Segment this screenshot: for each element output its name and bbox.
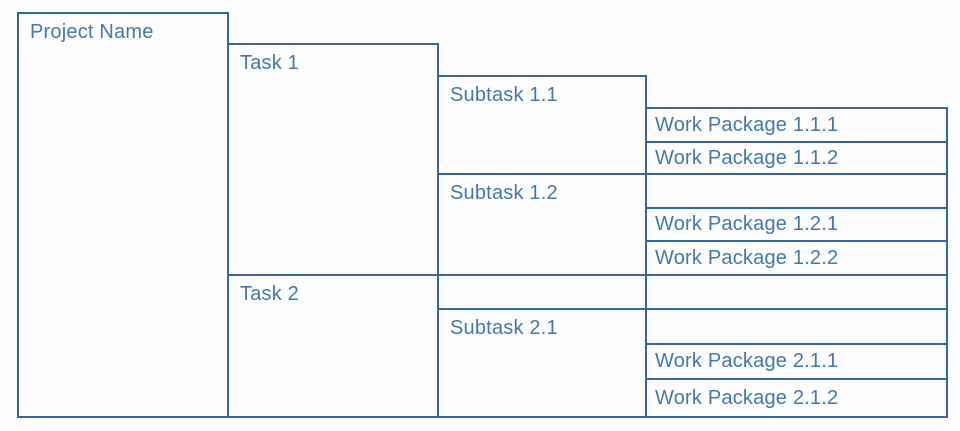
work-package-1-2-1-cell: Work Package 1.2.1 — [645, 207, 948, 242]
work-package-1-1-1-label: Work Package 1.1.1 — [655, 113, 839, 136]
subtask-1-2-label: Subtask 1.2 — [450, 182, 558, 204]
project-label: Project Name — [30, 21, 154, 43]
work-package-1-2-2-cell: Work Package 1.2.2 — [645, 240, 948, 276]
work-package-2-1-2-cell: Work Package 2.1.2 — [645, 378, 948, 418]
subtask-1-1-cell: Subtask 1.1 — [437, 75, 647, 175]
task-1-cell: Task 1 — [227, 43, 439, 276]
subtask-1-2-cell: Subtask 1.2 — [437, 173, 647, 276]
work-package-empty-cell-2 — [645, 274, 948, 310]
work-package-2-1-1-cell: Work Package 2.1.1 — [645, 343, 948, 380]
subtask-2-1-cell: Subtask 2.1 — [437, 308, 647, 418]
subtask-2-1-label: Subtask 2.1 — [450, 317, 558, 339]
work-package-1-1-2-label: Work Package 1.1.2 — [655, 146, 839, 169]
subtask-1-1-label: Subtask 1.1 — [450, 84, 558, 106]
work-package-1-1-1-cell: Work Package 1.1.1 — [645, 107, 948, 143]
project-cell: Project Name — [17, 12, 229, 418]
work-package-empty-cell-1 — [645, 173, 948, 209]
work-package-1-1-2-cell: Work Package 1.1.2 — [645, 141, 948, 175]
work-package-2-1-2-label: Work Package 2.1.2 — [655, 386, 839, 409]
task-1-label: Task 1 — [240, 52, 300, 74]
work-package-2-1-1-label: Work Package 2.1.1 — [655, 350, 839, 372]
work-package-empty-cell-3 — [645, 308, 948, 345]
task-2-cell: Task 2 — [227, 274, 439, 418]
work-package-1-2-1-label: Work Package 1.2.1 — [655, 213, 839, 235]
task-2-label: Task 2 — [240, 283, 300, 305]
subtask-empty-cell — [437, 274, 647, 310]
work-package-1-2-2-label: Work Package 1.2.2 — [655, 246, 839, 269]
